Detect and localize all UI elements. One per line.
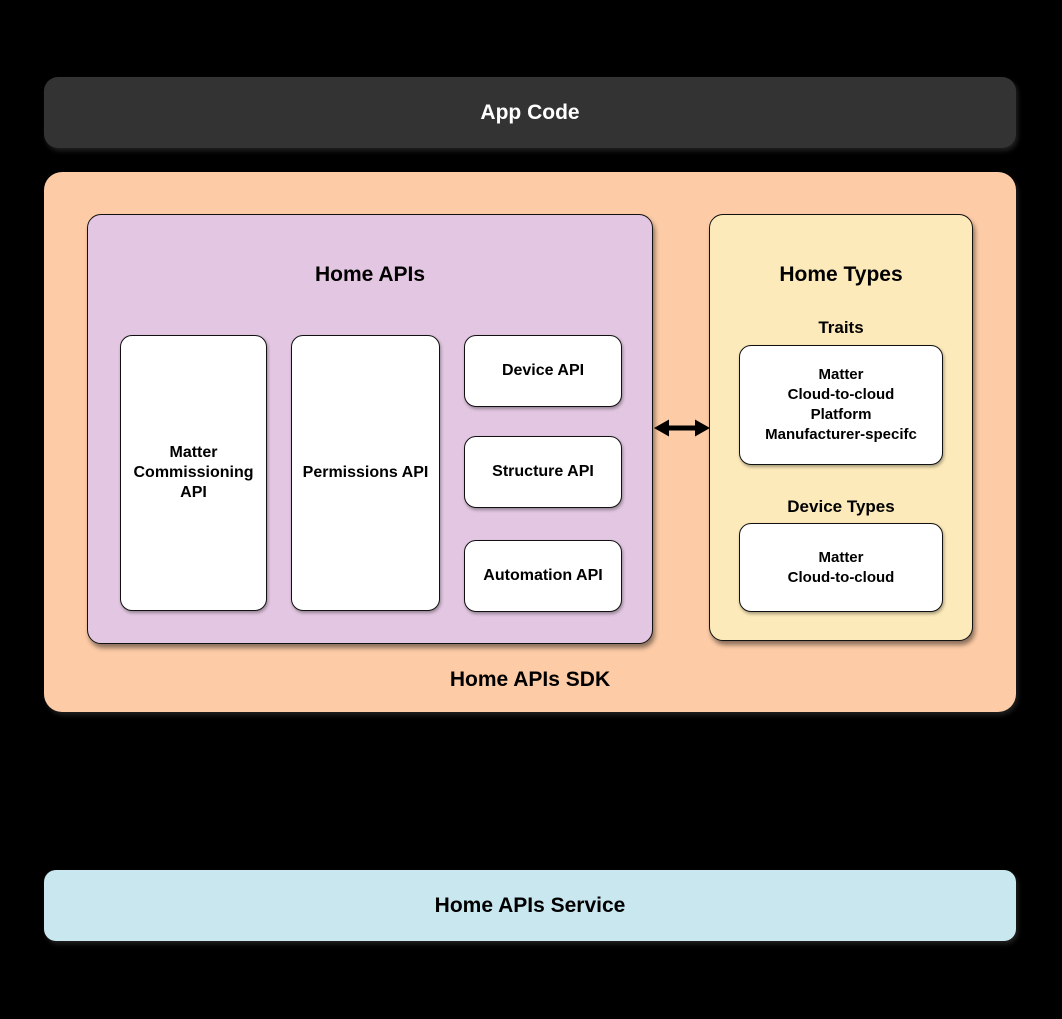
app-code-bar: App Code <box>44 77 1016 148</box>
bidirectional-arrow-icon <box>654 419 710 437</box>
home-apis-sdk-container: Home APIs Matter Commissioning API Permi… <box>44 172 1016 712</box>
app-code-label: App Code <box>480 100 580 124</box>
home-apis-sdk-label: Home APIs SDK <box>449 668 611 691</box>
home-apis-panel: Home APIs Matter Commissioning API Permi… <box>87 214 653 644</box>
home-apis-service-bar: Home APIs Service <box>44 870 1016 941</box>
permissions-api-card: Permissions API <box>291 335 440 611</box>
home-apis-service-label: Home APIs Service <box>434 893 626 917</box>
structure-api-card: Structure API <box>464 436 622 508</box>
device-api-card: Device API <box>464 335 622 407</box>
home-apis-title: Home APIs <box>314 263 426 286</box>
home-types-panel: Home Types Traits Matter Cloud-to-cloud … <box>709 214 973 641</box>
home-types-title: Home Types <box>779 263 903 286</box>
device-types-card: Matter Cloud-to-cloud <box>739 523 943 612</box>
matter-commissioning-api-card: Matter Commissioning API <box>120 335 267 611</box>
automation-api-card: Automation API <box>464 540 622 612</box>
traits-heading: Traits <box>818 318 864 337</box>
device-types-heading: Device Types <box>787 497 895 516</box>
traits-card: Matter Cloud-to-cloud Platform Manufactu… <box>739 345 943 465</box>
